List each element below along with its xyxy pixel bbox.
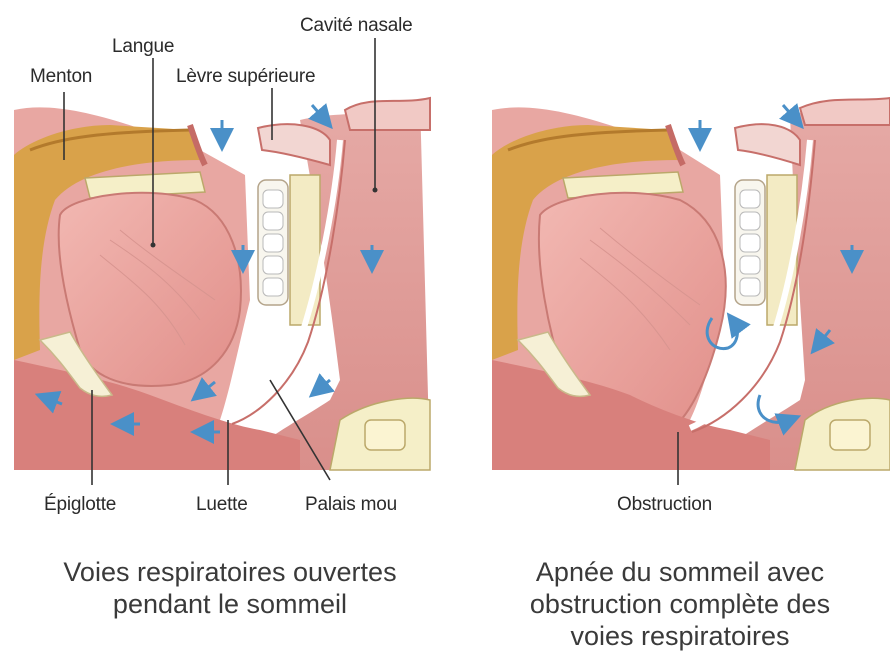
teeth-column [258, 180, 288, 305]
caption-left-line-1: Voies respiratoires ouvertes [20, 556, 440, 588]
label-epiglotte: Épiglotte [44, 494, 116, 516]
left-illustration [14, 38, 430, 485]
caption-left-line-2: pendant le sommeil [20, 588, 440, 620]
right-illustration [492, 98, 890, 485]
anatomy-illustrations [0, 0, 890, 520]
label-levre-superieure: Lèvre supérieure [176, 66, 315, 88]
teeth-column-right [735, 180, 765, 305]
caption-left: Voies respiratoires ouvertes pendant le … [20, 556, 440, 620]
label-cavite-nasale: Cavité nasale [300, 15, 413, 37]
label-luette: Luette [196, 494, 248, 516]
caption-right-line-2: obstruction complète des [480, 588, 880, 620]
caption-right: Apnée du sommeil avec obstruction complè… [480, 556, 880, 652]
caption-right-line-3: voies respiratoires [480, 620, 880, 652]
label-langue: Langue [112, 36, 174, 58]
label-palais-mou: Palais mou [305, 494, 397, 516]
upper-lip [258, 124, 330, 165]
caption-right-line-1: Apnée du sommeil avec [480, 556, 880, 588]
label-obstruction: Obstruction [617, 494, 712, 516]
label-menton: Menton [30, 66, 92, 88]
